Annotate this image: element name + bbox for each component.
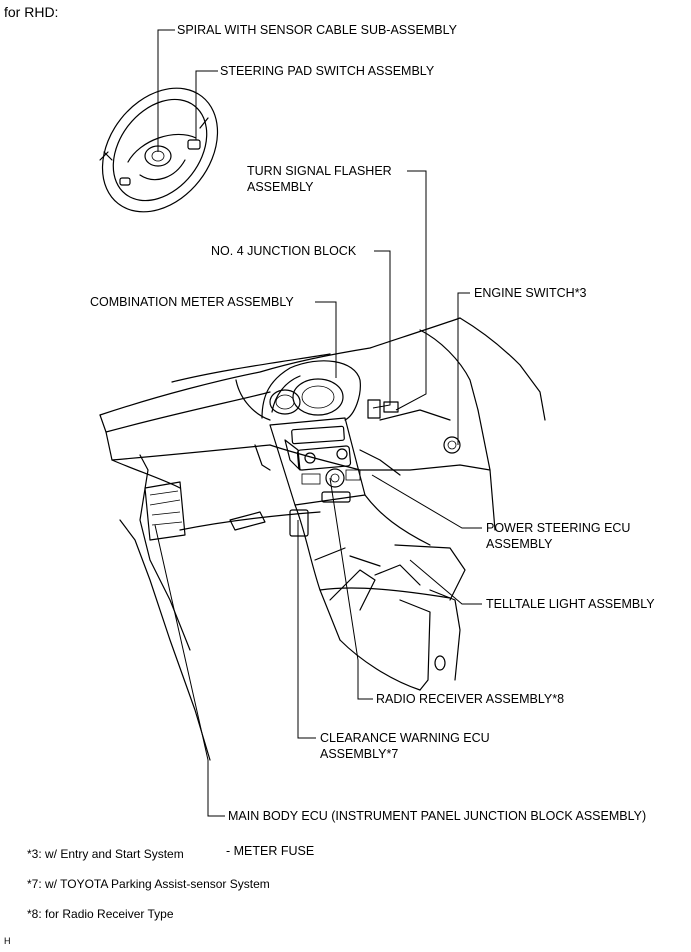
figure-code: H bbox=[4, 936, 11, 946]
label-power-steering-ecu-line2: ASSEMBLY bbox=[486, 537, 553, 551]
label-turn-signal-flasher-line1: TURN SIGNAL FLASHER bbox=[247, 164, 392, 178]
label-clearance-warning-ecu-line2: ASSEMBLY*7 bbox=[320, 747, 399, 761]
label-power-steering-ecu-line1: POWER STEERING ECU bbox=[486, 521, 631, 535]
label-meter-fuse: - METER FUSE bbox=[226, 844, 315, 858]
label-spiral-sensor-cable: SPIRAL WITH SENSOR CABLE SUB-ASSEMBLY bbox=[177, 23, 457, 37]
label-clearance-warning-ecu-line1: CLEARANCE WARNING ECU bbox=[320, 731, 490, 745]
leader-lines bbox=[154, 29, 482, 817]
label-radio-receiver: RADIO RECEIVER ASSEMBLY*8 bbox=[376, 692, 565, 706]
label-combination-meter: COMBINATION METER ASSEMBLY bbox=[90, 295, 294, 309]
footnote-3: *3: w/ Entry and Start System bbox=[27, 847, 184, 861]
steering-wheel-illustration bbox=[99, 87, 219, 213]
label-telltale-light: TELLTALE LIGHT ASSEMBLY bbox=[486, 597, 655, 611]
label-steering-pad-switch: STEERING PAD SWITCH ASSEMBLY bbox=[220, 64, 435, 78]
label-engine-switch: ENGINE SWITCH*3 bbox=[474, 286, 587, 300]
footnote-8: *8: for Radio Receiver Type bbox=[27, 907, 174, 921]
label-main-body-ecu: MAIN BODY ECU (INSTRUMENT PANEL JUNCTION… bbox=[228, 809, 647, 823]
footnote-7: *7: w/ TOYOTA Parking Assist-sensor Syst… bbox=[27, 877, 270, 891]
page-header: for RHD: bbox=[4, 4, 59, 20]
label-turn-signal-flasher-line2: ASSEMBLY bbox=[247, 180, 314, 194]
label-no4-junction-block: NO. 4 JUNCTION BLOCK bbox=[211, 244, 357, 258]
